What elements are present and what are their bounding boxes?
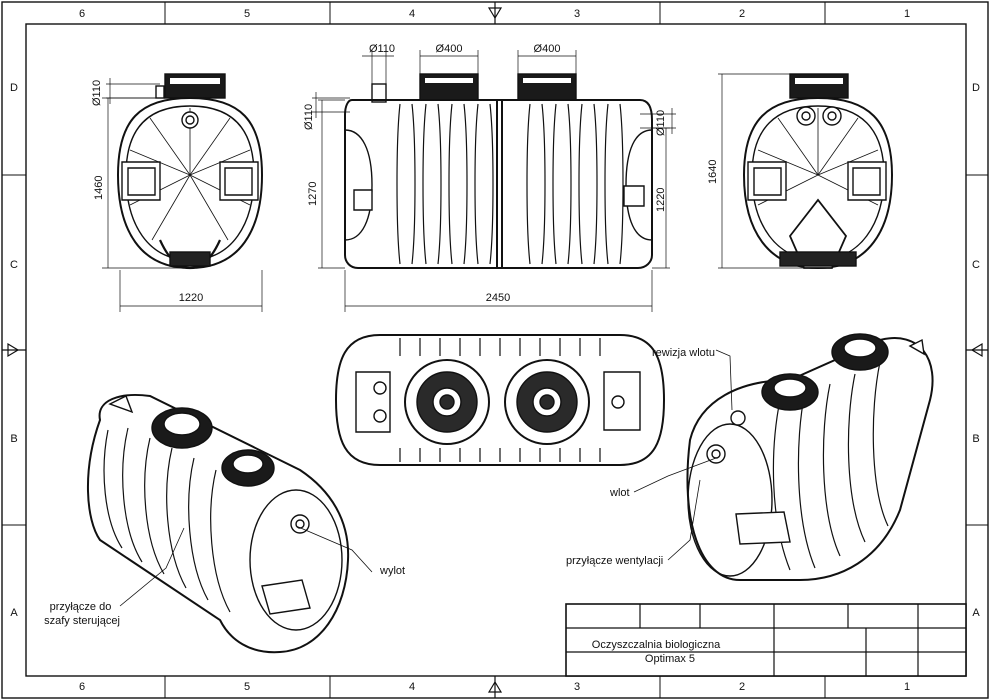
zone-col-6-top: 6 xyxy=(79,8,85,20)
rear-view xyxy=(742,73,894,270)
rear-dimension-lines xyxy=(718,73,818,269)
front-dimension-lines xyxy=(102,78,263,312)
side-right-height: 1220 xyxy=(655,188,667,212)
zone-row-a-right: A xyxy=(972,607,980,619)
zone-col-5-top: 5 xyxy=(244,8,250,20)
isometric-view-left xyxy=(87,394,350,654)
zone-row-a-left: A xyxy=(10,607,18,619)
title-line-1: Oczyszczalnia biologiczna xyxy=(592,639,721,651)
zone-row-c-left: C xyxy=(10,259,18,271)
top-view xyxy=(334,334,666,466)
side-top-diameter-2: Ø400 xyxy=(436,43,463,55)
zone-row-c-right: C xyxy=(972,259,980,271)
callout-control-cabinet-line2: szafy sterującej xyxy=(44,615,120,627)
zone-col-1-bottom: 1 xyxy=(904,681,910,693)
callout-inlet: wlot xyxy=(609,487,630,499)
rear-height: 1640 xyxy=(707,160,719,184)
zone-row-d-left: D xyxy=(10,82,18,94)
callout-control-cabinet: przyłącze do szafy sterującej xyxy=(44,601,120,627)
callout-ventilation: przyłącze wentylacji xyxy=(566,555,663,567)
side-left-height: 1270 xyxy=(307,182,319,206)
side-top-diameter-3: Ø400 xyxy=(534,43,561,55)
side-top-diameter-1: Ø110 xyxy=(369,43,395,55)
front-view xyxy=(116,73,264,270)
callout-inlet-inspection: rewizja wlotu xyxy=(652,347,715,359)
title-line-2: Optimax 5 xyxy=(645,653,695,665)
callout-control-cabinet-line1: przyłącze do xyxy=(50,601,112,613)
callout-outlet: wylot xyxy=(379,565,405,577)
side-left-diameter: Ø110 xyxy=(303,104,315,130)
side-view xyxy=(344,73,653,269)
side-rib xyxy=(604,103,624,265)
side-rib xyxy=(396,103,416,265)
zone-col-2-bottom: 2 xyxy=(739,681,745,693)
zone-row-d-right: D xyxy=(972,82,980,94)
side-right-diameter: Ø110 xyxy=(655,110,667,136)
front-top-diameter: Ø110 xyxy=(91,80,103,106)
side-rib xyxy=(474,103,494,265)
callout-leaders xyxy=(119,349,733,607)
side-rib xyxy=(578,103,598,265)
zone-col-4-bottom: 4 xyxy=(409,681,415,693)
zone-col-4-top: 4 xyxy=(409,8,415,20)
zone-col-3-top: 3 xyxy=(574,8,580,20)
zone-row-b-right: B xyxy=(972,433,979,445)
side-dimension-lines xyxy=(312,50,676,312)
title-block xyxy=(565,603,967,677)
isometric-view-right xyxy=(686,333,934,581)
zone-col-3-bottom: 3 xyxy=(574,681,580,693)
zone-col-6-bottom: 6 xyxy=(79,681,85,693)
side-rib xyxy=(552,103,572,265)
front-height: 1460 xyxy=(93,176,105,200)
zone-col-1-top: 1 xyxy=(904,8,910,20)
zone-row-b-left: B xyxy=(10,433,17,445)
zone-col-2-top: 2 xyxy=(739,8,745,20)
side-rib xyxy=(448,103,468,265)
side-rib xyxy=(526,103,546,265)
front-width: 1220 xyxy=(179,292,203,304)
side-length: 2450 xyxy=(486,292,510,304)
side-rib xyxy=(422,103,442,265)
zone-col-5-bottom: 5 xyxy=(244,681,250,693)
